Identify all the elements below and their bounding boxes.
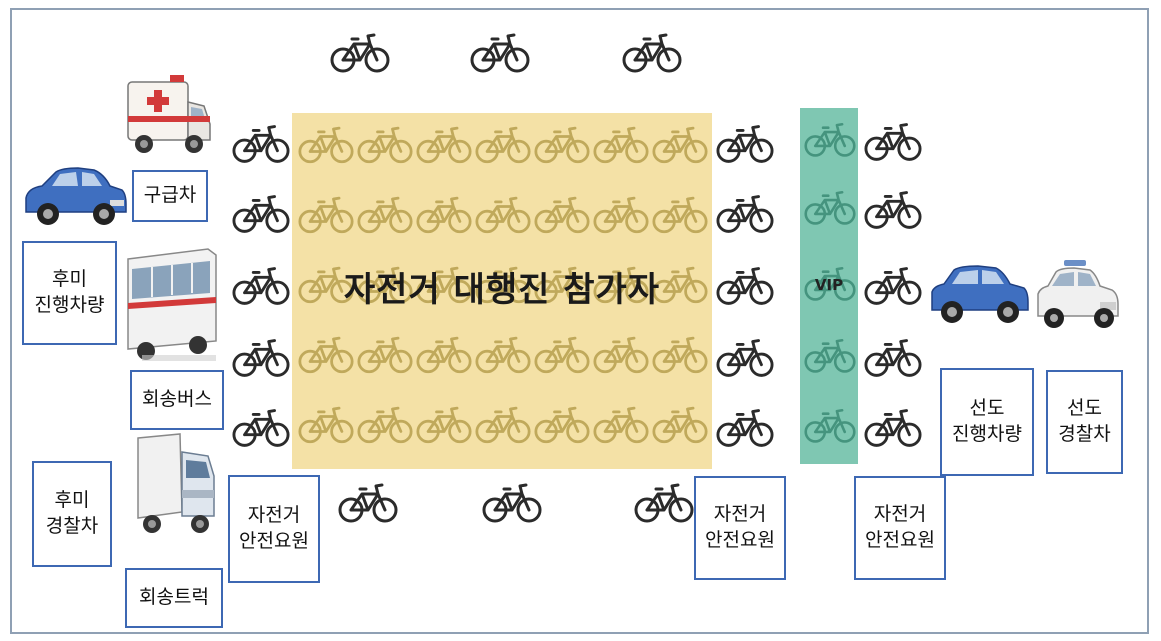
- bicycle-icon: [298, 126, 354, 164]
- bicycle-icon: [593, 266, 649, 304]
- bicycle-icon: [298, 336, 354, 374]
- bicycle-icon: [534, 126, 590, 164]
- bicycle-icon: [298, 196, 354, 234]
- bicycle-icon: [475, 126, 531, 164]
- bicycle-icon: [232, 195, 290, 233]
- bicycle-icon: [864, 191, 922, 229]
- bicycle-icon: [593, 406, 649, 444]
- bicycle-icon: [357, 406, 413, 444]
- bicycle-icon: [534, 336, 590, 374]
- bicycle-icon: [634, 483, 694, 523]
- bicycle-icon: [338, 483, 398, 523]
- bicycle-icon: [534, 196, 590, 234]
- bicycle-icon: [716, 339, 774, 377]
- bicycle-icon: [298, 266, 354, 304]
- bicycle-icon: [804, 266, 856, 301]
- bicycle-icon: [716, 267, 774, 305]
- bicycle-icon: [804, 122, 856, 157]
- bicycle-icon: [622, 33, 682, 73]
- bicycle-icon: [864, 409, 922, 447]
- bicycle-icon: [416, 336, 472, 374]
- lead-escort-car-label: 선도 진행차량: [940, 368, 1034, 476]
- bicycle-icon: [298, 406, 354, 444]
- bicycle-icon: [804, 408, 856, 443]
- bicycle-icon: [534, 266, 590, 304]
- bicycle-icon: [864, 267, 922, 305]
- bicycle-icon: [357, 196, 413, 234]
- car-icon: [931, 265, 1029, 323]
- bicycle-icon: [652, 336, 708, 374]
- ambulance-icon: [127, 75, 211, 153]
- bicycle-icon: [534, 406, 590, 444]
- bicycle-icon: [593, 336, 649, 374]
- bicycle-icon: [470, 33, 530, 73]
- ambulance-label: 구급차: [132, 170, 208, 222]
- truck-icon: [137, 433, 215, 533]
- bicycle-icon: [652, 126, 708, 164]
- bicycle-icon: [482, 483, 542, 523]
- participant-zone-title: 자전거 대행진 참가자: [343, 270, 661, 310]
- bicycle-safety-staff-label-right: 자전거 안전요원: [854, 476, 946, 580]
- bicycle-icon: [416, 196, 472, 234]
- diagram-frame: [10, 8, 1149, 634]
- bicycle-icon: [652, 196, 708, 234]
- bicycle-icon: [804, 190, 856, 225]
- bicycle-icon: [475, 406, 531, 444]
- shuttle-bus-label: 회송버스: [130, 370, 224, 430]
- bicycle-safety-staff-label-middle: 자전거 안전요원: [694, 476, 786, 580]
- rear-escort-car-label: 후미 진행차량: [22, 241, 117, 345]
- bicycle-icon: [357, 126, 413, 164]
- car-icon: [25, 167, 127, 225]
- shuttle-truck-label: 회송트럭: [125, 568, 223, 628]
- bicycle-icon: [416, 266, 472, 304]
- bicycle-icon: [652, 266, 708, 304]
- bicycle-icon: [232, 267, 290, 305]
- bicycle-icon: [475, 196, 531, 234]
- bicycle-icon: [593, 196, 649, 234]
- bicycle-icon: [475, 336, 531, 374]
- bicycle-icon: [864, 339, 922, 377]
- bicycle-icon: [232, 125, 290, 163]
- police-car-icon: [1037, 260, 1119, 328]
- bicycle-icon: [416, 126, 472, 164]
- bicycle-icon: [593, 126, 649, 164]
- rear-police-car-label: 후미 경찰차: [32, 461, 112, 567]
- bicycle-icon: [232, 409, 290, 447]
- bicycle-icon: [716, 195, 774, 233]
- vip-label: VIP: [814, 276, 844, 294]
- bicycle-icon: [804, 338, 856, 373]
- bicycle-icon: [357, 336, 413, 374]
- bicycle-icon: [357, 266, 413, 304]
- bicycle-icon: [716, 409, 774, 447]
- bus-icon: [127, 248, 217, 361]
- lead-police-car-label: 선도 경찰차: [1046, 370, 1123, 474]
- bicycle-safety-staff-label-left: 자전거 안전요원: [228, 475, 320, 583]
- bicycle-icon: [652, 406, 708, 444]
- bicycle-icon: [475, 266, 531, 304]
- bicycle-icon: [232, 339, 290, 377]
- bicycle-icon: [716, 125, 774, 163]
- bicycle-icon: [416, 406, 472, 444]
- bicycle-icon: [864, 123, 922, 161]
- bicycle-icon: [330, 33, 390, 73]
